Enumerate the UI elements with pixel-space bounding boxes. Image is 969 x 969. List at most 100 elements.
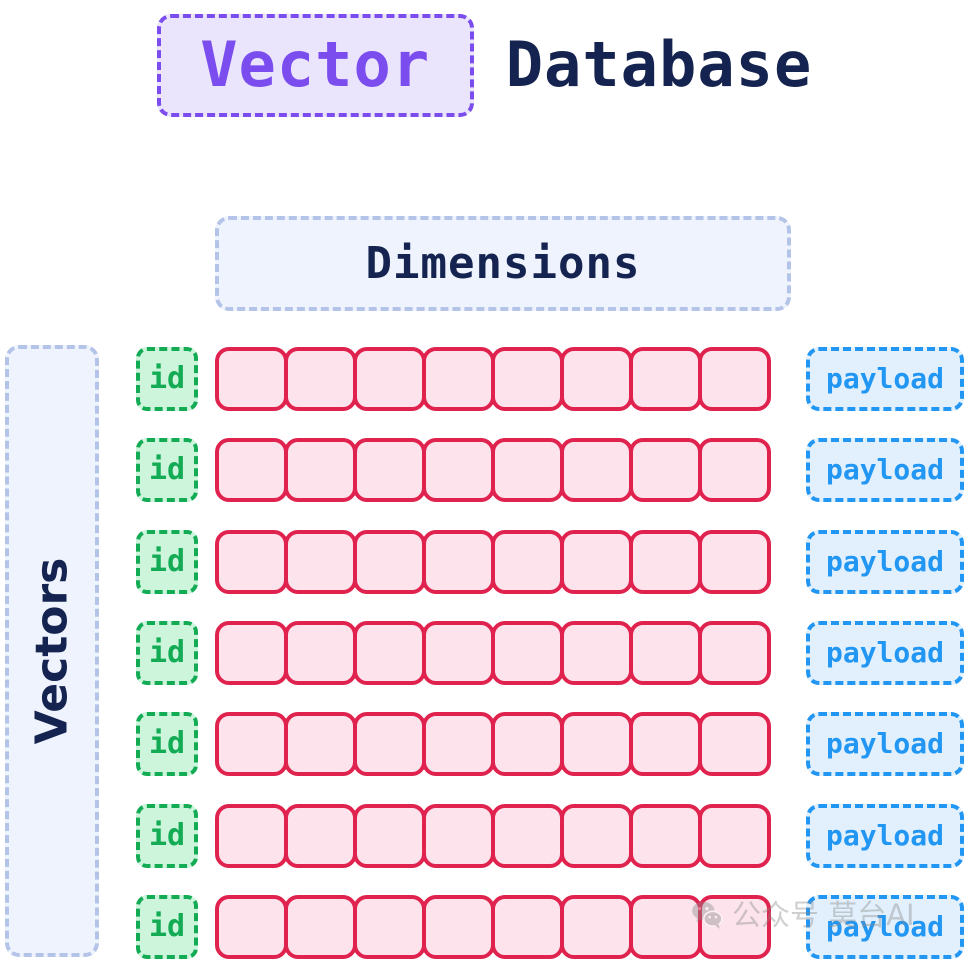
vector-id-cell[interactable]: id [136,347,198,411]
title-vector-label: Vector [200,28,431,101]
dimension-cell-strip [215,712,771,777]
dimension-cell[interactable] [629,620,702,685]
dimension-cell[interactable] [422,347,495,411]
vector-payload-label: payload [825,362,944,395]
dimension-cell[interactable] [629,438,702,503]
dimension-cell[interactable] [215,620,288,685]
vector-row[interactable]: id payload [0,619,969,687]
vector-row[interactable]: id payload [0,893,969,961]
vector-payload-label: payload [825,727,944,761]
dimension-cell[interactable] [215,712,288,777]
vector-id-cell[interactable]: id [136,894,198,959]
vector-row[interactable]: id payload [0,528,969,596]
vector-payload-label: payload [825,635,944,669]
dimension-cell[interactable] [629,712,702,777]
vector-payload-cell[interactable]: payload [806,803,964,868]
dimension-cell[interactable] [215,894,288,959]
dimension-cell[interactable] [422,529,495,594]
vector-payload-cell[interactable]: payload [806,712,964,777]
dimension-cell[interactable] [629,529,702,594]
dimension-cell[interactable] [560,803,633,868]
dimension-cell[interactable] [629,803,702,868]
dimension-cell-strip [215,803,771,868]
vector-id-cell[interactable]: id [136,712,198,777]
dimension-cell[interactable] [698,529,771,594]
dimension-cell[interactable] [353,712,426,777]
dimension-cell[interactable] [353,438,426,503]
vector-payload-cell[interactable]: payload [806,438,964,503]
dimension-cell[interactable] [629,894,702,959]
vector-row[interactable]: id payload [0,802,969,870]
dimension-cell[interactable] [491,894,564,959]
dimension-cell[interactable] [560,529,633,594]
vector-id-cell[interactable]: id [136,620,198,685]
dimension-cell[interactable] [284,712,357,777]
vector-id-cell[interactable]: id [136,438,198,503]
dimension-cell[interactable] [698,620,771,685]
dimension-cell[interactable] [284,347,357,411]
dimension-cell[interactable] [353,894,426,959]
dimension-cell[interactable] [215,803,288,868]
vector-payload-cell[interactable]: payload [806,347,964,411]
dimension-cell[interactable] [284,438,357,503]
dimension-cell[interactable] [698,438,771,503]
vector-payload-cell[interactable]: payload [806,529,964,594]
vector-row[interactable]: id payload [0,345,969,413]
vector-id-label: id [148,361,186,396]
dimension-cell[interactable] [629,347,702,411]
vector-id-label: id [148,634,186,670]
dimension-cell[interactable] [422,803,495,868]
dimension-cell-strip [215,529,771,594]
title-vector-chip: Vector [156,13,474,117]
dimension-cell[interactable] [353,529,426,594]
vector-payload-cell[interactable]: payload [806,894,964,959]
dimension-cell[interactable] [284,529,357,594]
dimension-cell[interactable] [215,347,288,411]
dimension-cell[interactable] [353,347,426,411]
dimension-cell[interactable] [353,803,426,868]
dimension-cell[interactable] [491,803,564,868]
vector-id-cell[interactable]: id [136,529,198,594]
dimension-cell[interactable] [215,529,288,594]
dimension-cell[interactable] [560,894,633,959]
vector-payload-label: payload [825,818,944,852]
dimension-cell[interactable] [560,438,633,503]
dimension-cell[interactable] [422,894,495,959]
vector-payload-label: payload [825,453,944,487]
dimension-cell[interactable] [560,620,633,685]
dimension-cell[interactable] [698,894,771,959]
dimension-cell[interactable] [353,620,426,685]
dimension-cell[interactable] [491,529,564,594]
dimension-cell[interactable] [215,438,288,503]
dimension-cell[interactable] [698,803,771,868]
vector-row[interactable]: id payload [0,436,969,504]
vector-id-label: id [148,726,186,762]
dimension-cell[interactable] [698,712,771,777]
dimension-cell[interactable] [284,803,357,868]
vector-id-cell[interactable]: id [136,803,198,868]
dimension-cell[interactable] [491,712,564,777]
dimensions-header-label: Dimensions [365,237,641,289]
dimension-cell[interactable] [491,347,564,411]
vector-payload-cell[interactable]: payload [806,620,964,685]
dimension-cell[interactable] [422,620,495,685]
dimension-cell[interactable] [698,347,771,411]
dimension-cell-strip [215,620,771,685]
dimension-cell[interactable] [422,438,495,503]
vector-id-label: id [148,543,186,579]
vector-payload-label: payload [825,544,944,578]
vector-id-label: id [148,452,186,488]
dimension-cell[interactable] [491,438,564,503]
dimension-cell[interactable] [422,712,495,777]
vector-id-label: id [148,817,186,853]
dimension-cell-strip [215,894,771,959]
dimension-cell-strip [215,347,771,411]
dimension-cell[interactable] [491,620,564,685]
vectors-side-band: Vectors [5,345,99,957]
dimension-cell[interactable] [560,347,633,411]
dimension-cell[interactable] [284,620,357,685]
vector-row[interactable]: id payload [0,710,969,778]
vector-id-label: id [148,908,186,944]
dimension-cell[interactable] [560,712,633,777]
dimension-cell[interactable] [284,894,357,959]
